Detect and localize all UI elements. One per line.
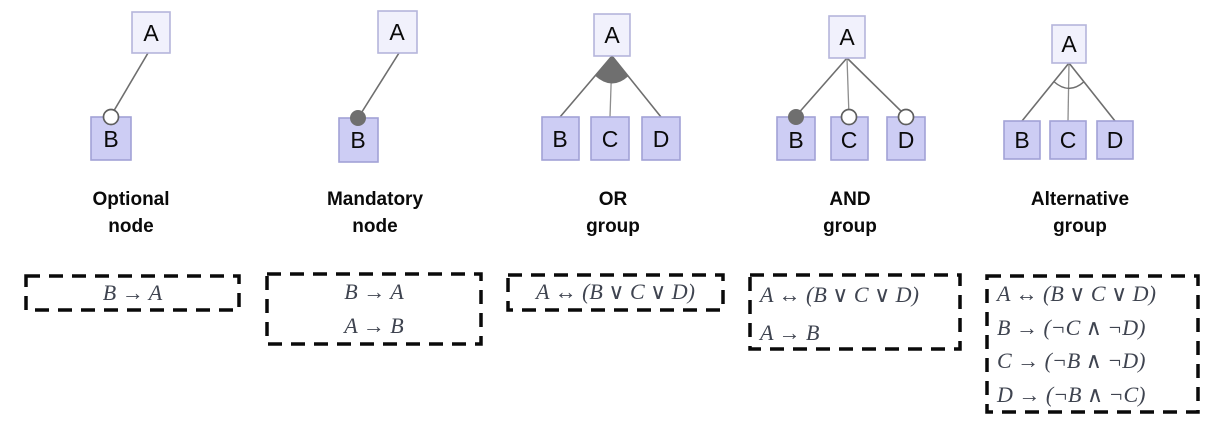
node-letter: B — [350, 127, 365, 153]
formula-line: A ↔ (B ∨ C ∨ D) — [997, 281, 1156, 306]
diagram-or-group: A B C D — [541, 13, 681, 161]
edge-line — [111, 52, 149, 115]
node-letter: A — [1061, 31, 1077, 57]
parent-node-box — [131, 11, 171, 54]
diagram-label-mandatory: Mandatory node — [326, 189, 424, 237]
formula-line: A → B — [344, 313, 404, 338]
parent-node-box — [593, 13, 631, 57]
formula-line: B → A — [102, 280, 163, 305]
dashed-border — [265, 272, 483, 346]
child-node-box — [1049, 120, 1087, 160]
formula-box-or: A ↔ (B ∨ C ∨ D) — [506, 273, 725, 312]
parent-node-box — [828, 15, 866, 59]
child-node-box — [1096, 120, 1134, 160]
or-wedge-icon — [595, 56, 629, 84]
dashed-border — [506, 273, 725, 312]
diagram-optional-node: A B — [90, 11, 171, 161]
edge-line — [359, 52, 400, 116]
node-letter: C — [602, 126, 619, 152]
edge-line — [1068, 62, 1116, 122]
edge-line — [611, 55, 662, 118]
node-letter: D — [898, 127, 915, 153]
child-node-box — [1003, 120, 1041, 160]
parent-node-box — [1051, 24, 1087, 64]
dashed-border — [748, 273, 962, 351]
edge-line — [1021, 62, 1070, 122]
diagram-mandatory-node: A B — [338, 10, 418, 163]
edge-line — [559, 55, 613, 118]
child-node-box — [338, 117, 379, 163]
formula-box-alternative: A ↔ (B ∨ C ∨ D) B → (¬C ∧ ¬D) C → (¬B ∧ … — [985, 274, 1200, 414]
mandatory-circle-icon — [350, 110, 366, 126]
formula-line: A → B — [760, 320, 820, 345]
dashed-border — [24, 274, 241, 312]
formula-line: C → (¬B ∧ ¬D) — [997, 348, 1146, 373]
formula-line: A ↔ (B ∨ C ∨ D) — [536, 279, 695, 304]
optional-circle-icon — [897, 108, 915, 126]
edge-line — [795, 57, 848, 117]
dashed-border — [985, 274, 1200, 414]
diagram-alternative-group: A B C D — [1003, 24, 1134, 160]
node-letter: A — [604, 22, 620, 48]
edge-line — [846, 57, 907, 117]
formula-line: B → (¬C ∧ ¬D) — [997, 314, 1146, 340]
alternative-arc-icon — [1053, 81, 1085, 90]
diagram-label-alternative: Alternative group — [1030, 189, 1130, 237]
child-node-box — [541, 116, 580, 161]
edge-line — [846, 57, 850, 117]
node-letter: A — [143, 20, 159, 46]
parent-node-box — [377, 10, 418, 54]
node-letter: A — [389, 19, 405, 45]
diagram-label-and: AND group — [823, 189, 877, 237]
formula-line: D → (¬B ∧ ¬C) — [997, 381, 1146, 407]
formula-box-optional: B → A — [24, 274, 241, 312]
node-letter: A — [839, 24, 855, 50]
optional-circle-icon — [102, 108, 120, 126]
diagram-label-or: OR group — [586, 189, 640, 237]
formula-box-mandatory: B → A A → B — [265, 272, 483, 346]
node-letter: B — [1014, 127, 1029, 153]
node-letter: C — [1060, 127, 1077, 153]
mandatory-circle-icon — [788, 109, 804, 125]
node-letter: D — [1107, 127, 1124, 153]
edge-line — [1067, 62, 1070, 122]
optional-circle-icon — [840, 108, 858, 126]
node-letter: D — [653, 126, 670, 152]
node-letter: B — [788, 127, 803, 153]
formula-line: B → A — [344, 279, 404, 304]
diagram-and-group: A B C D — [776, 15, 926, 161]
node-letter: B — [552, 126, 567, 152]
node-letter: B — [103, 126, 118, 152]
child-node-box — [641, 116, 681, 161]
child-node-box — [590, 116, 630, 161]
formula-box-and: A ↔ (B ∨ C ∨ D) A → B — [748, 273, 962, 351]
formula-line: A ↔ (B ∨ C ∨ D) — [760, 282, 919, 307]
notation-diagrams: A B A B A B C D — [90, 10, 1134, 163]
diagram-label-optional: Optional node — [92, 189, 170, 237]
node-letter: C — [841, 127, 858, 153]
